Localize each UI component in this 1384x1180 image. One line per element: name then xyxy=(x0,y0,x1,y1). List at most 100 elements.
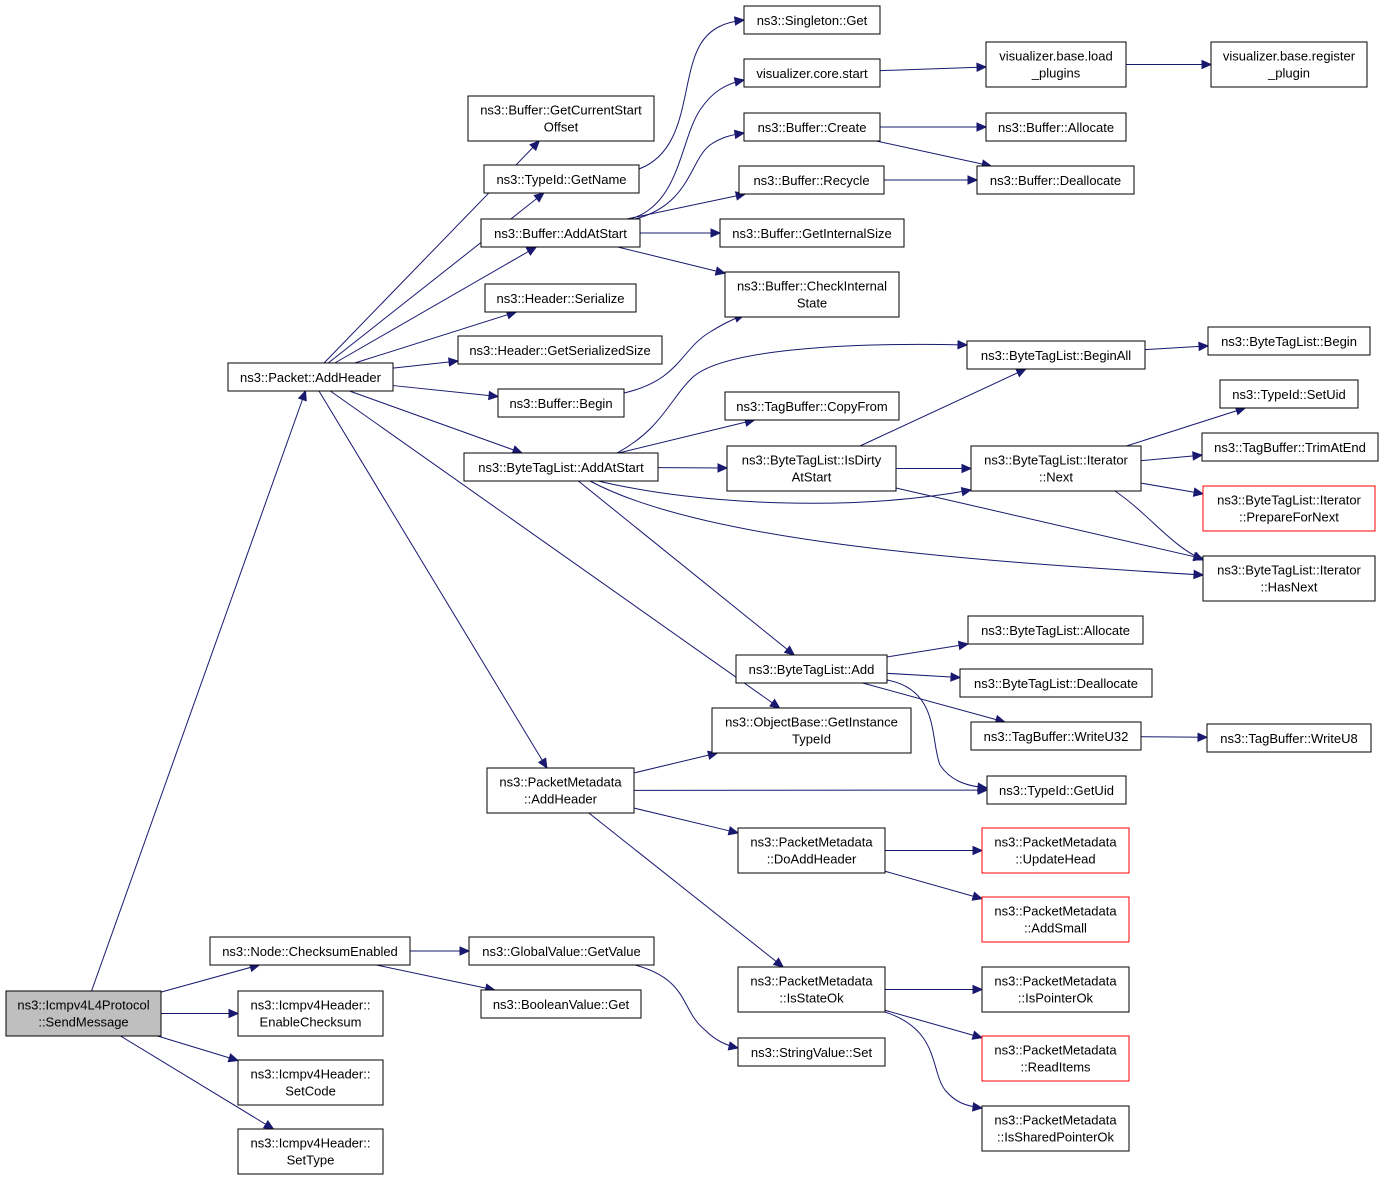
node-label: ns3::StringValue::Set xyxy=(751,1045,873,1060)
node-box xyxy=(457,335,663,365)
node-buf-deallocate[interactable]: ns3::Buffer::Deallocate xyxy=(976,165,1135,195)
node-box xyxy=(1206,723,1372,753)
edge-btl_add-to-btl_allocate xyxy=(886,643,969,658)
node-root[interactable]: ns3::Icmpv4L4Protocol::SendMessage xyxy=(5,990,162,1037)
node-typeid-setuid[interactable]: ns3::TypeId::SetUid xyxy=(1219,379,1359,409)
edge-btl_beginall-to-btl_begin xyxy=(1144,345,1209,351)
node-label: ns3::PacketMetadata xyxy=(750,974,873,989)
node-tagbuffer-writeu8[interactable]: ns3::TagBuffer::WriteU8 xyxy=(1206,723,1372,753)
node-buf-begin[interactable]: ns3::Buffer::Begin xyxy=(497,388,625,418)
node-stringvalue-set[interactable]: ns3::StringValue::Set xyxy=(737,1037,886,1067)
node-buf-recycle[interactable]: ns3::Buffer::Recycle xyxy=(738,165,885,195)
node-pm-issharedpointerok[interactable]: ns3::PacketMetadata::IsSharedPointerOk xyxy=(981,1105,1130,1152)
node-header-getserializedsize[interactable]: ns3::Header::GetSerializedSize xyxy=(457,335,663,365)
node-pm-ispointerok[interactable]: ns3::PacketMetadata::IsPointerOk xyxy=(981,966,1130,1013)
node-label: _plugins xyxy=(1031,66,1081,81)
node-label: ns3::Buffer::CheckInternal xyxy=(737,279,887,294)
node-pm-doaddheader[interactable]: ns3::PacketMetadata::DoAddHeader xyxy=(737,827,886,874)
node-viz-base-loadplugins[interactable]: visualizer.base.load_plugins xyxy=(985,41,1127,88)
edge-arrowhead xyxy=(488,390,500,401)
edge-btl_iter_next-to-typeid_setuid xyxy=(1126,407,1246,447)
edge-root-to-icmp_settype xyxy=(120,1035,274,1130)
edge-pm_isstateok-to-pm_readitems xyxy=(884,1009,983,1039)
node-btl-iter-hasnext[interactable]: ns3::ByteTagList::Iterator::HasNext xyxy=(1202,555,1376,602)
node-viz-core-start[interactable]: visualizer.core.start xyxy=(743,58,881,88)
node-pm-readitems[interactable]: ns3::PacketMetadata::ReadItems xyxy=(981,1035,1130,1082)
node-icmp-enablechecksum[interactable]: ns3::Icmpv4Header::EnableChecksum xyxy=(237,990,384,1037)
edge-arrowhead xyxy=(727,1041,740,1051)
node-globalvalue-getvalue[interactable]: ns3::GlobalValue::GetValue xyxy=(468,936,655,966)
edge-root-to-node_checksum xyxy=(160,964,260,993)
node-label: ns3::Buffer::Create xyxy=(758,120,867,135)
edge-arrowhead xyxy=(733,77,746,87)
edge-pm_isstateok-to-pm_issharedpointerok xyxy=(884,1011,983,1109)
node-viz-base-registerplugin[interactable]: visualizer.base.register_plugin xyxy=(1210,41,1368,88)
edge-pm_addheader-to-pm_doaddheader xyxy=(633,807,739,834)
node-tagbuffer-copyfrom[interactable]: ns3::TagBuffer::CopyFrom xyxy=(724,391,900,421)
node-btl-begin[interactable]: ns3::ByteTagList::Begin xyxy=(1207,326,1371,356)
edge-arrowhead xyxy=(710,228,722,238)
node-label: ns3::ObjectBase::GetInstance xyxy=(725,715,898,730)
edge-arrowhead xyxy=(448,357,460,367)
node-pm-isstateok[interactable]: ns3::PacketMetadata::IsStateOk xyxy=(737,966,886,1013)
edge-arrowhead xyxy=(950,672,962,682)
edge-arrowhead xyxy=(783,645,796,656)
edge-btl_addatstart-to-btl_iter_hasnext xyxy=(589,480,1204,576)
node-label: ns3::TypeId::GetUid xyxy=(999,783,1114,798)
node-box xyxy=(209,936,411,966)
node-packet-addheader[interactable]: ns3::Packet::AddHeader xyxy=(227,362,394,392)
node-pm-addheader[interactable]: ns3::PacketMetadata::AddHeader xyxy=(486,767,635,814)
node-box xyxy=(967,615,1144,645)
edge-packet_addheader-to-header_serialize xyxy=(354,311,517,364)
node-booleanvalue-get[interactable]: ns3::BooleanValue::Get xyxy=(480,989,642,1019)
node-buf-getinternalsize[interactable]: ns3::Buffer::GetInternalSize xyxy=(719,218,905,248)
node-box xyxy=(735,654,888,684)
node-btl-add[interactable]: ns3::ByteTagList::Add xyxy=(735,654,888,684)
node-tagbuffer-writeu32[interactable]: ns3::TagBuffer::WriteU32 xyxy=(970,721,1142,751)
node-label: ns3::TagBuffer::WriteU8 xyxy=(1220,731,1358,746)
node-header-serialize[interactable]: ns3::Header::Serialize xyxy=(484,283,637,313)
node-singleton-get[interactable]: ns3::Singleton::Get xyxy=(743,5,881,35)
node-buf-allocate[interactable]: ns3::Buffer::Allocate xyxy=(985,112,1127,142)
edge-arrowhead xyxy=(977,785,989,795)
node-label: visualizer.base.register xyxy=(1223,49,1356,64)
edge-arrowhead xyxy=(1192,451,1204,461)
node-buf-create[interactable]: ns3::Buffer::Create xyxy=(743,112,881,142)
node-tagbuffer-trimatend[interactable]: ns3::TagBuffer::TrimAtEnd xyxy=(1201,432,1379,462)
edge-root-to-icmp_setcode xyxy=(157,1035,239,1061)
node-btl-beginall[interactable]: ns3::ByteTagList::BeginAll xyxy=(966,340,1146,370)
edge-arrowhead xyxy=(228,1008,240,1019)
node-icmp-settype[interactable]: ns3::Icmpv4Header::SetType xyxy=(237,1128,384,1175)
node-label: ns3::Buffer::Deallocate xyxy=(990,173,1121,188)
node-pm-addsmall[interactable]: ns3::PacketMetadata::AddSmall xyxy=(981,896,1130,943)
node-label: ::HasNext xyxy=(1260,580,1317,595)
edge-arrowhead xyxy=(459,946,471,956)
node-btl-iter-next[interactable]: ns3::ByteTagList::Iterator::Next xyxy=(970,445,1142,492)
node-node-checksum[interactable]: ns3::Node::ChecksumEnabled xyxy=(209,936,411,966)
node-btl-addatstart[interactable]: ns3::ByteTagList::AddAtStart xyxy=(463,452,659,482)
node-box xyxy=(724,391,900,421)
node-pm-updatehead[interactable]: ns3::PacketMetadata::UpdateHead xyxy=(981,827,1130,874)
node-btl-allocate[interactable]: ns3::ByteTagList::Allocate xyxy=(967,615,1144,645)
node-label: ::UpdateHead xyxy=(1015,852,1095,867)
node-label: ::IsSharedPointerOk xyxy=(997,1130,1115,1145)
node-btl-deallocate[interactable]: ns3::ByteTagList::Deallocate xyxy=(959,668,1153,698)
node-box xyxy=(970,445,1142,492)
node-icmp-setcode[interactable]: ns3::Icmpv4Header::SetCode xyxy=(237,1059,384,1106)
node-btl-iter-preparefornext[interactable]: ns3::ByteTagList::Iterator::PrepareForNe… xyxy=(1202,485,1376,532)
node-box xyxy=(467,95,655,142)
node-buf-addatstart[interactable]: ns3::Buffer::AddAtStart xyxy=(480,218,641,248)
edge-arrowhead xyxy=(1198,341,1210,352)
node-label: ns3::ByteTagList::Iterator xyxy=(984,453,1128,468)
node-typeid-getuid[interactable]: ns3::TypeId::GetUid xyxy=(986,775,1127,805)
edge-arrowhead xyxy=(961,463,973,474)
edge-buf_addatstart-to-buf_recycle xyxy=(626,193,746,220)
edge-arrowhead xyxy=(972,845,984,856)
node-box xyxy=(959,668,1153,698)
edge-buf_create-to-buf_deallocate xyxy=(876,140,992,167)
node-typeid-getname[interactable]: ns3::TypeId::GetName xyxy=(483,164,640,194)
